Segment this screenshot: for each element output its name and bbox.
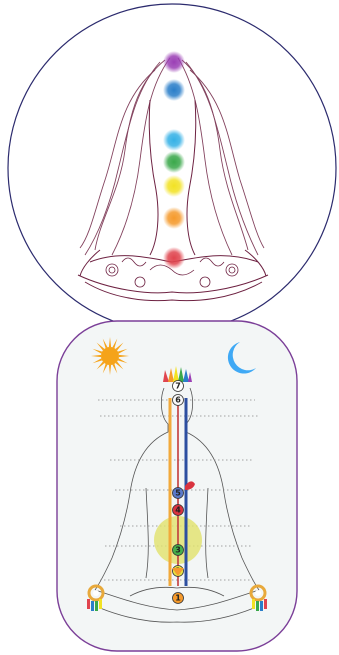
bottom-illustration: 7654321 — [0, 318, 339, 655]
chakra-number: 4 — [175, 506, 181, 515]
meditation-figure-image — [0, 0, 339, 335]
chakra-number: 3 — [175, 546, 181, 555]
chakra-glow-6 — [163, 207, 185, 229]
chakra-number: 6 — [175, 396, 181, 405]
chakra-glow-4 — [163, 151, 185, 173]
chakra-disc-1: 1 — [173, 593, 184, 604]
sun-icon — [91, 337, 129, 375]
chakra-number: 5 — [175, 489, 181, 498]
energy-channels-image: 7654321 — [0, 318, 339, 655]
chakra-disc-4: 4 — [173, 505, 184, 516]
chakra-glow-1 — [163, 51, 185, 73]
chakra-disc-6: 6 — [173, 395, 184, 406]
chakra-glow-3 — [163, 129, 185, 151]
chakra-glow-7 — [163, 247, 185, 269]
chakra-number: 7 — [175, 382, 181, 391]
chakra-glow-2 — [163, 79, 185, 101]
chakra-disc-5: 5 — [173, 488, 184, 499]
chakra-disc-3: 3 — [173, 545, 184, 556]
chakra-glow-5 — [163, 175, 185, 197]
chakra-disc-7: 7 — [173, 381, 184, 392]
top-illustration — [0, 0, 339, 335]
chakra-number: 1 — [175, 594, 181, 603]
